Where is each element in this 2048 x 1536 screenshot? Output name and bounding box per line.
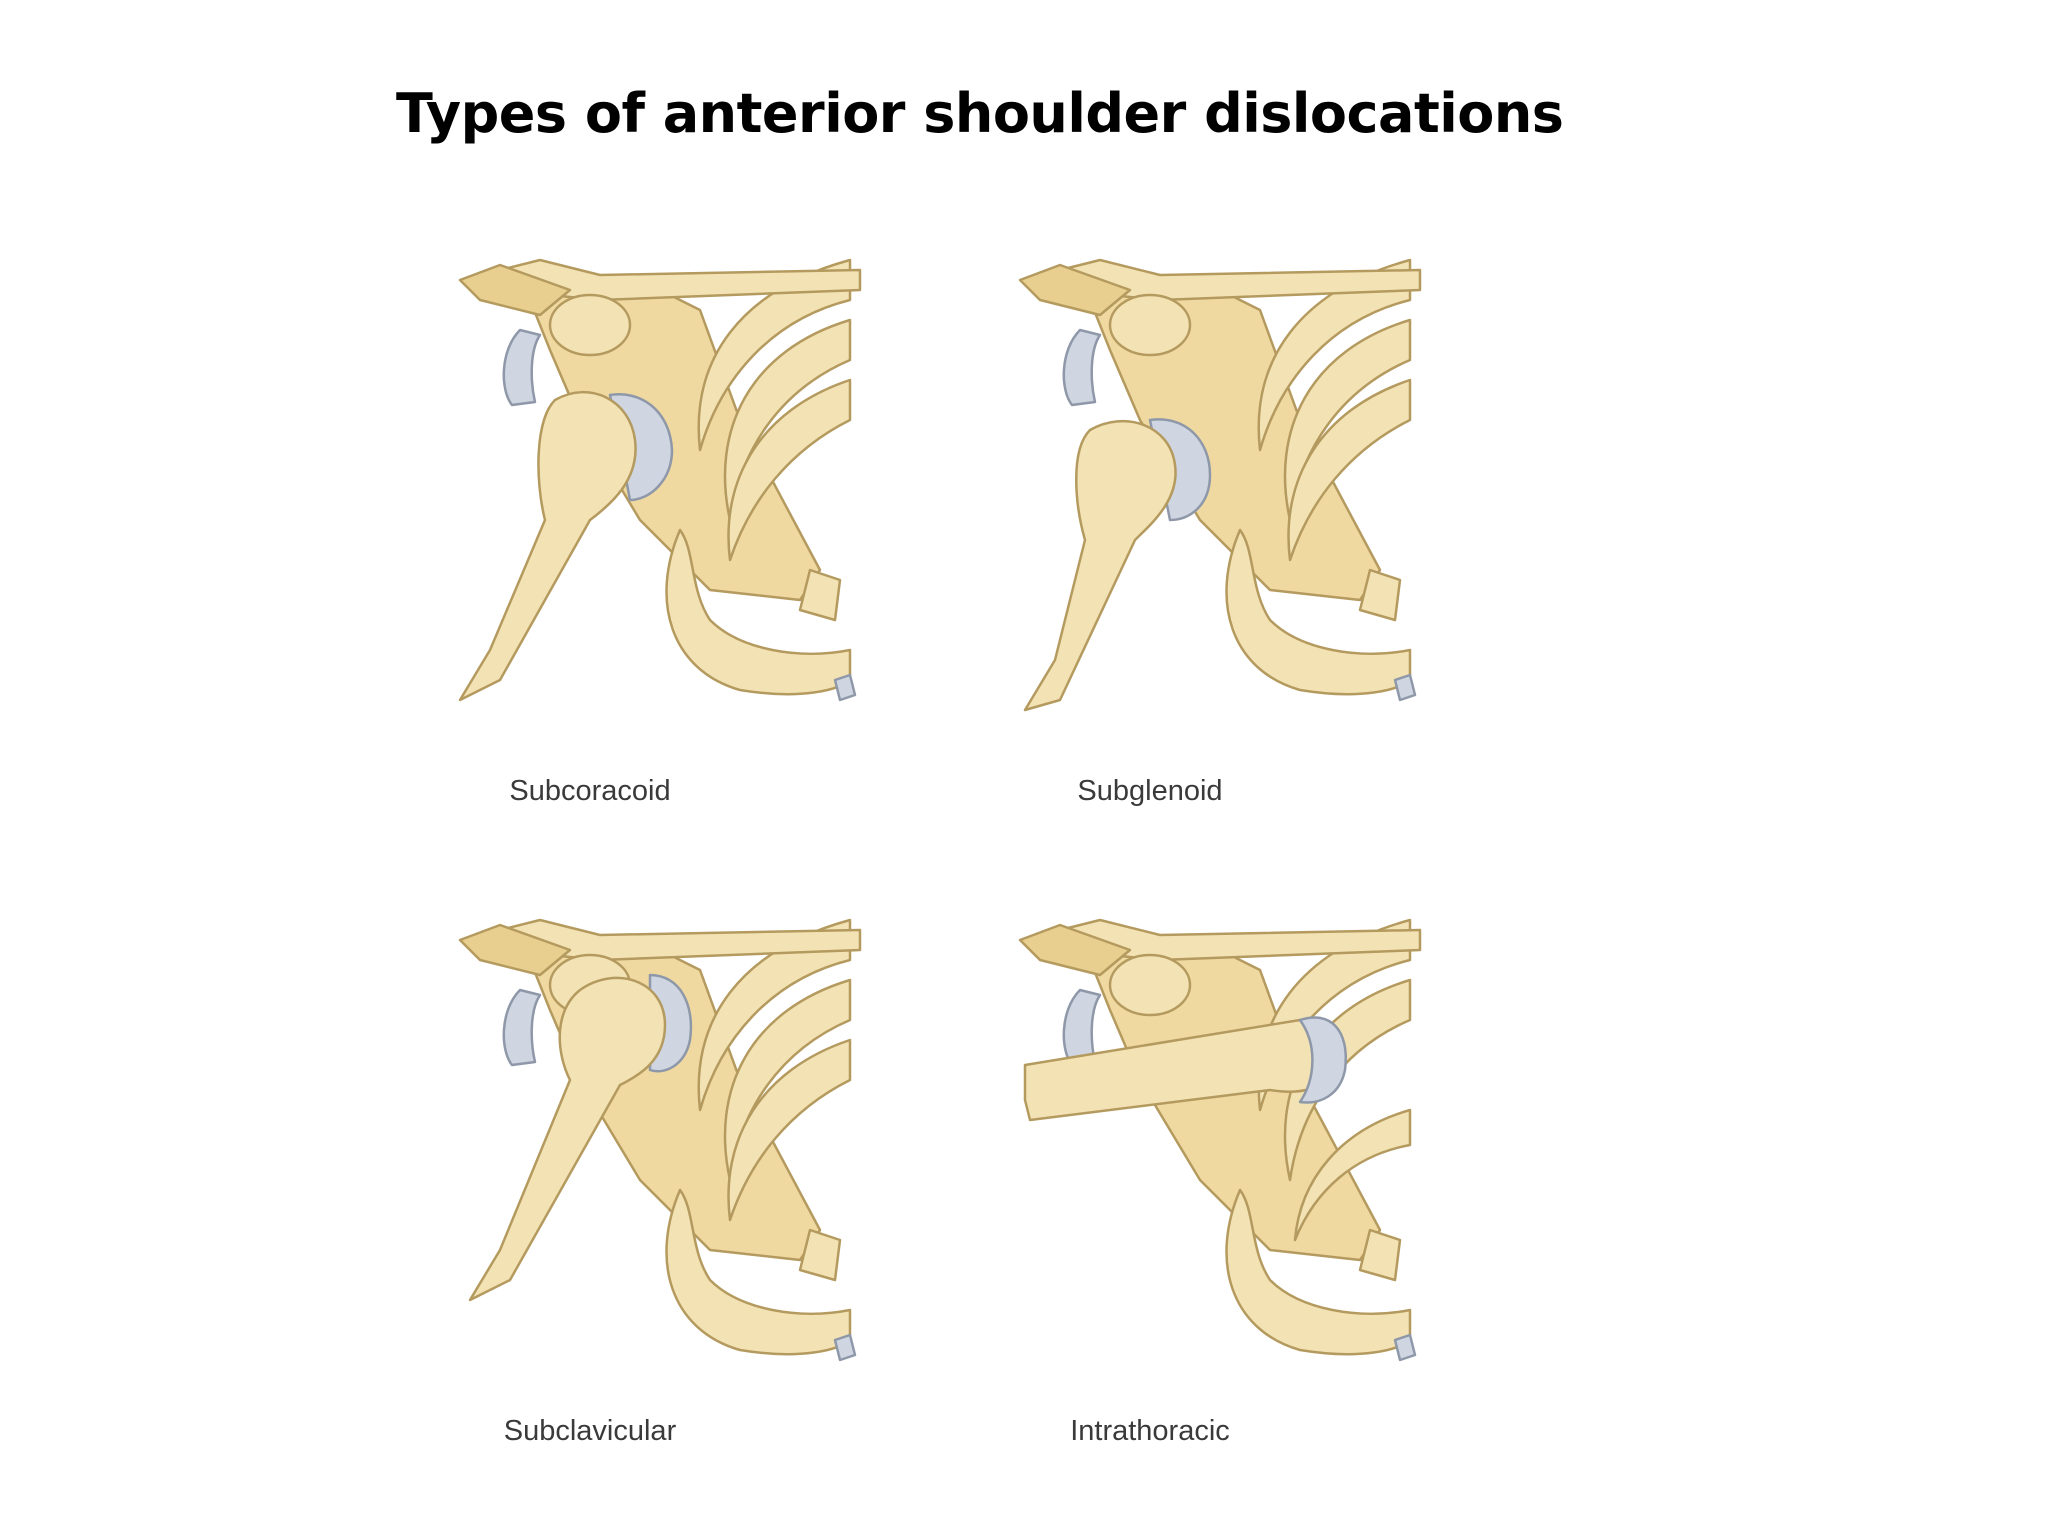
rib (727, 378, 852, 562)
rib (1358, 568, 1402, 622)
rib (697, 258, 852, 452)
panel-label-subcoracoid: Subcoracoid (509, 775, 671, 807)
humerus (1023, 420, 1177, 712)
slide-title: Types of anterior shoulder dislocations (396, 82, 1564, 145)
rib (1257, 258, 1412, 452)
coracoid (1108, 953, 1192, 1017)
subglenoid-illustration (1018, 258, 1422, 712)
panel-label-subglenoid: Subglenoid (1077, 775, 1223, 807)
humerus (468, 976, 667, 1302)
rib (1283, 978, 1412, 1182)
coracoid (1108, 293, 1192, 357)
panel-subcoracoid: Subcoracoid (440, 220, 880, 820)
rib (1293, 1108, 1412, 1242)
humeral-head-cartilage (1298, 1016, 1348, 1104)
rib-cartilage (833, 1333, 857, 1362)
acromion (1018, 263, 1132, 317)
rib-cartilage (833, 673, 857, 702)
panel-label-intrathoracic: Intrathoracic (1070, 1415, 1230, 1447)
acromion (458, 263, 572, 317)
panel-intrathoracic: Intrathoracic (1000, 880, 1440, 1480)
rib (727, 1038, 852, 1222)
rib (1287, 378, 1412, 562)
coracoid (548, 293, 632, 357)
rib (798, 1228, 842, 1282)
panel-subglenoid: Subglenoid (1000, 220, 1440, 820)
panel-subclavicular: Subclavicular (440, 880, 880, 1480)
humerus (458, 390, 637, 702)
acromion (458, 923, 572, 977)
glenoid (502, 988, 542, 1067)
glenoid (502, 328, 542, 407)
intrathoracic-illustration (1018, 918, 1422, 1362)
panel-label-subclavicular: Subclavicular (503, 1415, 677, 1447)
rib (798, 568, 842, 622)
rib-cartilage (1393, 673, 1417, 702)
rib (1358, 1228, 1402, 1282)
rib (1257, 918, 1412, 1112)
shoulder-dislocation-figure: Subcoracoid Subglenoid (440, 220, 1480, 1480)
glenoid (1062, 328, 1102, 407)
rib-cartilage (1393, 1333, 1417, 1362)
acromion (1018, 923, 1132, 977)
rib (697, 918, 852, 1112)
subclavicular-illustration (458, 918, 862, 1362)
subcoracoid-illustration (458, 258, 862, 702)
